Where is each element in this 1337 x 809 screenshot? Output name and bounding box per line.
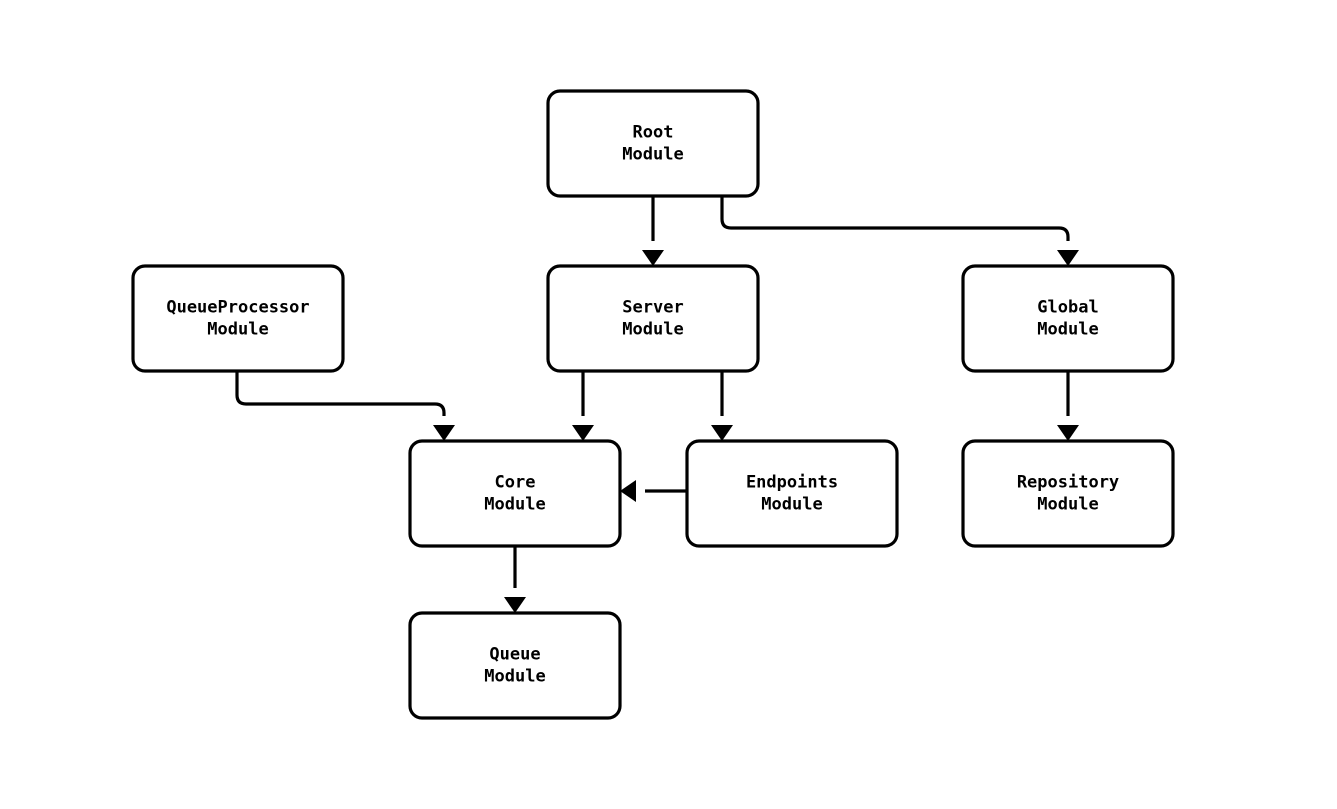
node-label-line1-global: Global: [1037, 298, 1098, 318]
node-label-line2-core: Module: [484, 495, 545, 515]
arrow-head-icon-server-core: [572, 425, 594, 441]
edge-root-server: [642, 196, 664, 266]
arrow-head-icon-core-queue: [504, 597, 526, 613]
node-label-line2-queueprocessor: Module: [207, 320, 268, 340]
node-label-line1-core: Core: [495, 473, 536, 493]
node-box-core[interactable]: [408, 439, 622, 548]
edge-line-queueprocessor-core: [235, 371, 446, 416]
edge-server-core: [572, 371, 594, 441]
edge-global-repository: [1057, 371, 1079, 441]
node-box-repository[interactable]: [961, 439, 1175, 548]
edge-root-global: [720, 196, 1079, 266]
edges-layer: [235, 196, 1079, 613]
edge-server-endpoints: [711, 371, 733, 441]
node-label-line1-root: Root: [633, 123, 674, 143]
node-label-line2-global: Module: [1037, 320, 1098, 340]
arrow-head-icon-endpoints-core: [620, 480, 636, 502]
arrow-head-icon-server-endpoints: [711, 425, 733, 441]
node-label-line2-queue: Module: [484, 667, 545, 687]
node-box-endpoints[interactable]: [685, 439, 899, 548]
edge-core-queue: [504, 546, 526, 613]
arrow-head-icon-root-server: [642, 250, 664, 266]
node-label-line1-queue: Queue: [489, 645, 540, 665]
node-label-line2-repository: Module: [1037, 495, 1098, 515]
nodes-layer: RootModuleQueueProcessorModuleServerModu…: [131, 89, 1175, 720]
node-label-line1-queueprocessor: QueueProcessor: [166, 298, 309, 318]
node-label-line2-server: Module: [622, 320, 683, 340]
node-box-server[interactable]: [546, 264, 760, 373]
node-box-queueprocessor[interactable]: [131, 264, 345, 373]
node-label-line1-repository: Repository: [1017, 473, 1119, 493]
node-label-line1-server: Server: [622, 298, 683, 318]
arrow-head-icon-queueprocessor-core: [433, 425, 455, 441]
edge-line-root-global: [720, 196, 1070, 241]
edge-endpoints-core: [620, 480, 687, 502]
arrow-head-icon-global-repository: [1057, 425, 1079, 441]
edge-queueprocessor-core: [235, 371, 455, 441]
node-label-line1-endpoints: Endpoints: [746, 473, 838, 493]
node-box-root[interactable]: [546, 89, 760, 198]
node-box-global[interactable]: [961, 264, 1175, 373]
node-label-line2-root: Module: [622, 145, 683, 165]
node-label-line2-endpoints: Module: [761, 495, 822, 515]
node-box-queue[interactable]: [408, 611, 622, 720]
arrow-head-icon-root-global: [1057, 250, 1079, 266]
